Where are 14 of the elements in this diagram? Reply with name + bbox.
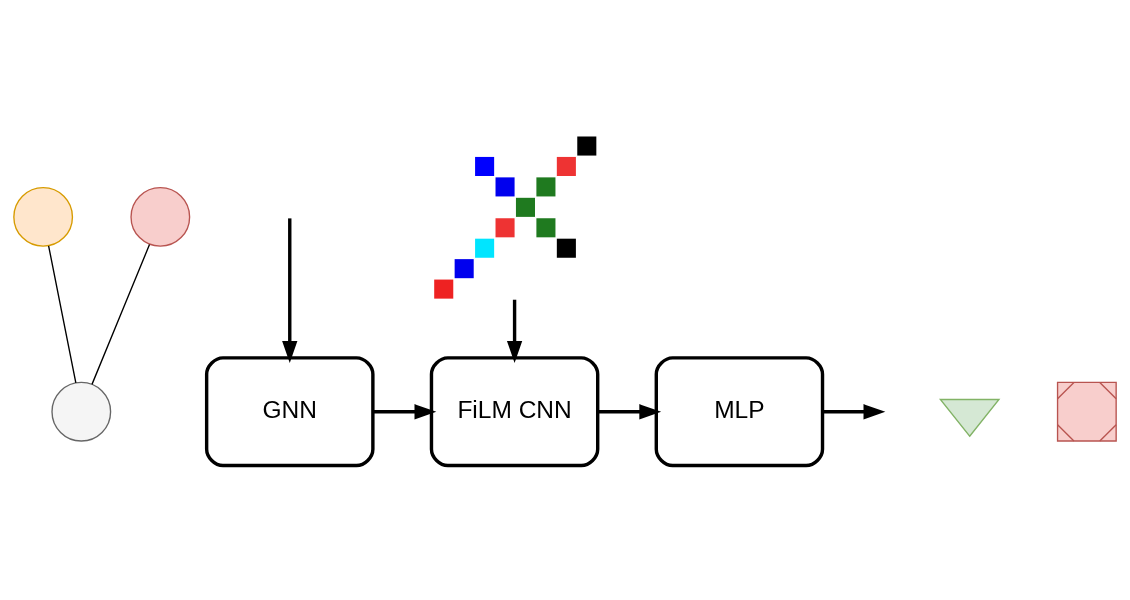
connector bbox=[91, 243, 151, 386]
arrow bbox=[598, 404, 662, 420]
node-box: FiLM CNN bbox=[429, 356, 600, 468]
arrow bbox=[373, 404, 437, 420]
arrow bbox=[282, 218, 298, 363]
node-circle bbox=[130, 186, 191, 247]
node-circle bbox=[51, 381, 112, 442]
node-circle bbox=[13, 186, 74, 247]
arrow bbox=[823, 404, 886, 420]
node-box: GNN bbox=[204, 356, 375, 468]
arrow bbox=[506, 299, 523, 363]
node-picture bbox=[938, 398, 1001, 438]
node-box: MLP bbox=[654, 356, 825, 468]
connector bbox=[47, 245, 77, 384]
